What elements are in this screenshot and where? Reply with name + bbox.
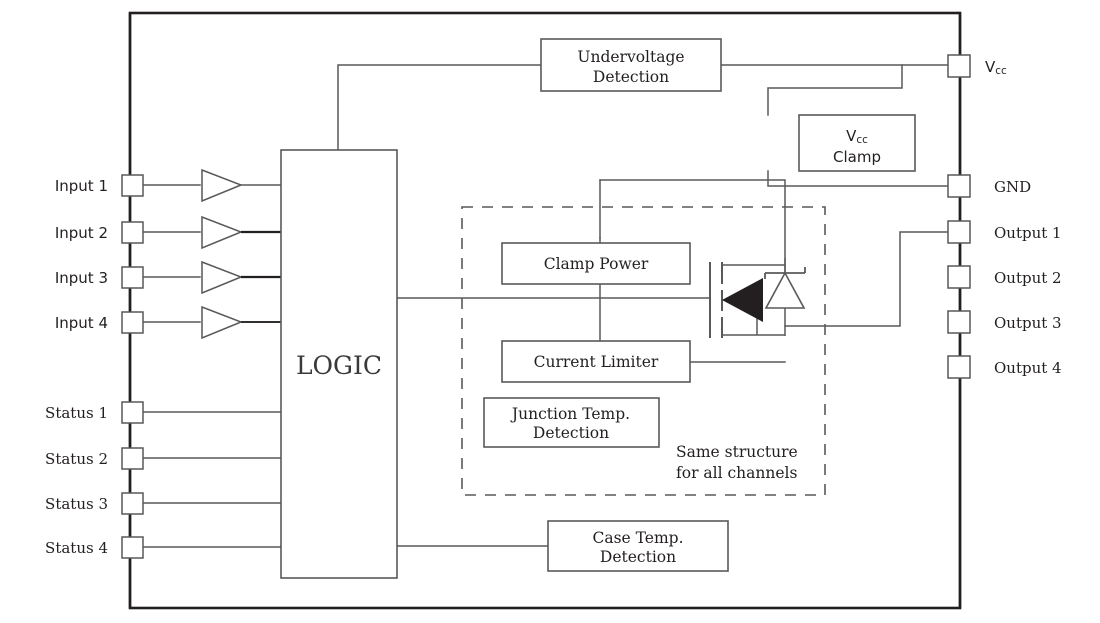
per-channel-dashed-region [461,206,826,496]
pad-status-4[interactable] [121,536,144,559]
pad-status-3[interactable] [121,492,144,515]
label-status-4: Status 4 [45,539,108,557]
buffer-group [201,168,244,340]
label-output-3: Output 3 [994,314,1062,332]
vcc-clamp-v: V [846,127,857,145]
case-temp-label-line1: Case Temp. [592,529,683,547]
label-input-4: Input 4 [55,314,108,332]
mosfet-symbol [709,262,785,338]
clamp-power-label: Clamp Power [544,255,649,273]
undervoltage-detection-block [540,38,722,92]
label-output-1: Output 1 [994,224,1062,242]
pad-status-1[interactable] [121,401,144,424]
junction-temp-label-line2: Detection [533,424,609,442]
case-temp-detection-block [547,520,729,572]
mosfet-bulk-arrow [722,278,763,322]
pad-vcc[interactable] [947,54,971,78]
buffer-4-icon [201,305,244,340]
pad-input-3[interactable] [121,266,144,289]
pad-gnd[interactable] [947,174,971,198]
left-label-group: Input 1 Input 2 Input 3 Input 4 Status 1… [45,177,108,557]
label-output-2: Output 2 [994,269,1062,287]
current-limiter-label: Current Limiter [534,353,659,371]
vcc-clamp-sub: cc [856,134,868,146]
label-vcc: Vcc [985,58,1007,77]
buffer-2-icon [201,215,244,250]
label-vcc-sub: cc [995,65,1007,77]
buffer-output-bold-stubs [241,230,281,323]
zener-triangle [764,271,806,309]
pad-status-2[interactable] [121,447,144,470]
current-limiter-block [501,340,691,383]
pad-output-4[interactable] [947,355,971,379]
same-structure-note-line1: Same structure [676,443,798,461]
wire-undervoltage-to-logic [337,64,542,151]
pad-output-1[interactable] [947,220,971,244]
undervoltage-detection-label-line1: Undervoltage [577,48,684,66]
pad-output-2[interactable] [947,265,971,289]
label-status-3: Status 3 [45,495,108,513]
label-status-2: Status 2 [45,450,108,468]
wire-drain-rail [599,179,786,291]
same-structure-note-line2: for all channels [676,464,797,482]
label-output-4: Output 4 [994,359,1062,377]
label-input-2: Input 2 [55,224,108,242]
label-input-1: Input 1 [55,177,108,195]
pad-input-4[interactable] [121,311,144,334]
vcc-clamp-block [798,114,916,172]
clamp-power-block [501,242,691,285]
junction-temp-detection-block [483,397,660,448]
right-pad-group [947,54,971,379]
package-outline [128,11,962,610]
zener-diode-symbol [764,258,806,336]
junction-temp-label-line1: Junction Temp. [510,405,630,423]
pad-input-1[interactable] [121,174,144,197]
buffer-3-icon [201,260,244,295]
logic-block [280,149,398,579]
vcc-clamp-label-line1: Vcc [846,127,868,146]
undervoltage-detection-label-line2: Detection [593,68,669,86]
left-pad-group [121,174,144,559]
logic-block-label: LOGIC [296,351,382,380]
pad-input-2[interactable] [121,221,144,244]
wire-vccclamp-to-gnd [767,170,949,187]
right-label-group: Vcc GND Output 1 Output 2 Output 3 Outpu… [985,58,1062,377]
label-status-1: Status 1 [45,404,108,422]
buffer-1-icon [201,168,244,203]
label-gnd: GND [994,178,1031,196]
label-input-3: Input 3 [55,269,108,287]
case-temp-label-line2: Detection [600,548,676,566]
wire-vcc-to-clamp-top [767,64,903,116]
wire-source-to-output1 [784,231,949,327]
pad-output-3[interactable] [947,310,971,334]
label-vcc-main: V [985,58,996,76]
vcc-clamp-label-line2: Clamp [833,148,881,166]
pin-rail-group [128,13,962,608]
